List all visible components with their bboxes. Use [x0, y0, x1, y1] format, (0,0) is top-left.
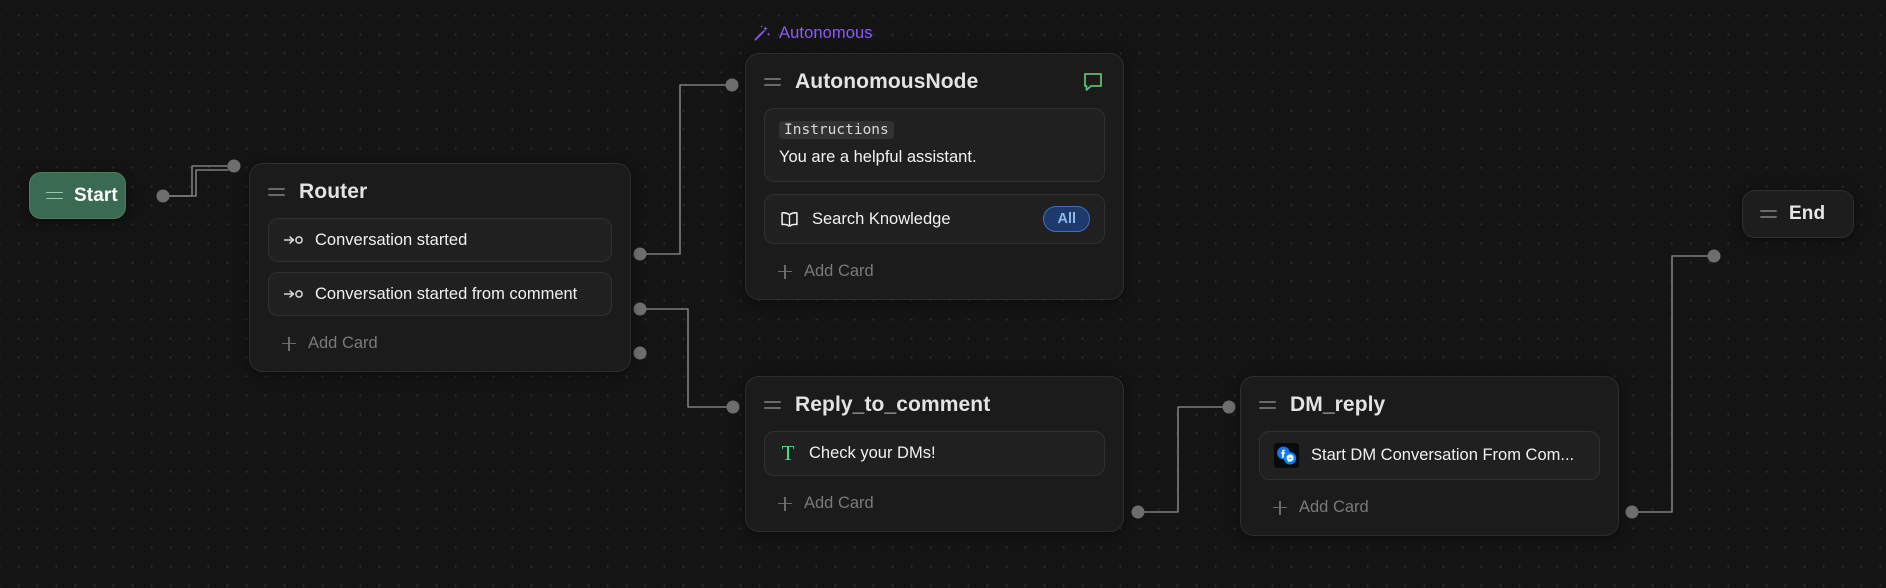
add-card-label: Add Card [804, 262, 874, 280]
instructions-card[interactable]: Instructions You are a helpful assistant… [764, 108, 1105, 182]
node-router-header[interactable]: Router [250, 164, 630, 214]
port-reply-in [726, 400, 740, 414]
port-autonomous-in [725, 78, 739, 92]
instructions-badge: Instructions [779, 121, 894, 139]
branch-arrow-icon [284, 236, 303, 244]
node-reply-body: T Check your DMs! Add Card [746, 427, 1123, 531]
node-start[interactable]: Start [29, 172, 126, 219]
port-router-in [227, 159, 241, 173]
instructions-text: You are a helpful assistant. [779, 148, 977, 166]
port-reply-out [1131, 505, 1145, 519]
node-end[interactable]: End [1742, 190, 1854, 238]
card-label: Check your DMs! [809, 444, 936, 462]
drag-handle-icon[interactable] [1760, 208, 1777, 220]
node-router-body: Conversation started Conversation starte… [250, 214, 630, 371]
node-router[interactable]: Router Conversation started Conversation… [249, 163, 631, 372]
node-dm-body: Start DM Conversation From Com... Add Ca… [1241, 427, 1618, 535]
autonomous-label-text: Autonomous [779, 24, 873, 42]
card-label: Start DM Conversation From Com... [1311, 446, 1575, 464]
add-card-label: Add Card [804, 494, 874, 512]
port-router-out-3 [633, 346, 647, 360]
port-start-out [156, 189, 170, 203]
node-end-title: End [1789, 203, 1826, 224]
dm-add-card-button[interactable]: Add Card [1259, 490, 1600, 521]
node-dm-reply[interactable]: DM_reply Start DM Conversation From Com.… [1240, 376, 1619, 536]
router-add-card-button[interactable]: Add Card [268, 326, 612, 357]
card-label: Conversation started [315, 230, 468, 249]
drag-handle-icon[interactable] [268, 186, 285, 198]
node-dm-header[interactable]: DM_reply [1241, 377, 1618, 427]
edge-dm-to-end [1633, 255, 1713, 513]
plus-icon [282, 336, 296, 351]
add-card-label: Add Card [1299, 498, 1369, 516]
port-router-out-2 [633, 302, 647, 316]
node-autonomous-body: Instructions You are a helpful assistant… [746, 104, 1123, 299]
autonomous-group-label: Autonomous [752, 24, 873, 43]
node-reply-header[interactable]: Reply_to_comment [746, 377, 1123, 427]
messenger-icon [1274, 443, 1299, 468]
node-dm-title: DM_reply [1290, 393, 1386, 416]
router-card-conversation-started-from-comment[interactable]: Conversation started from comment [268, 272, 612, 316]
knowledge-scope-badge[interactable]: All [1043, 206, 1090, 232]
node-start-title: Start [74, 184, 118, 206]
port-dm-in [1222, 400, 1236, 414]
drag-handle-icon[interactable] [1259, 399, 1276, 411]
node-autonomous-header[interactable]: AutonomousNode [746, 54, 1123, 104]
edge-router1-to-autonomous [642, 84, 732, 255]
drag-handle-icon[interactable] [764, 76, 781, 88]
node-autonomous[interactable]: AutonomousNode Instructions You are a he… [745, 53, 1124, 300]
drag-handle-icon[interactable] [46, 190, 63, 202]
card-label: Conversation started from comment [315, 284, 578, 303]
node-router-title: Router [299, 180, 368, 203]
node-reply-to-comment[interactable]: Reply_to_comment T Check your DMs! Add C… [745, 376, 1124, 532]
plus-icon [1273, 500, 1287, 515]
node-autonomous-title: AutonomousNode [795, 70, 979, 93]
plus-icon [778, 496, 792, 511]
branch-arrow-icon [284, 290, 303, 298]
reply-add-card-button[interactable]: Add Card [764, 486, 1105, 517]
chat-bubble-icon[interactable] [1081, 70, 1105, 94]
edge-start-to-router-2 [162, 165, 231, 197]
node-autonomous-header-left: AutonomousNode [764, 70, 978, 94]
edge-router2-to-reply [642, 308, 733, 408]
book-icon [781, 211, 798, 227]
port-dm-out [1625, 505, 1639, 519]
reply-card-check-your-dms[interactable]: T Check your DMs! [764, 431, 1105, 476]
plus-icon [778, 264, 792, 279]
tool-card-search-knowledge[interactable]: Search Knowledge All [764, 194, 1105, 244]
port-end-in [1707, 249, 1721, 263]
card-label: Search Knowledge [812, 209, 951, 228]
text-type-icon: T [781, 441, 795, 465]
magic-wand-icon [754, 25, 771, 41]
add-card-label: Add Card [308, 334, 378, 352]
edge-reply-to-dm [1138, 406, 1227, 513]
dm-card-start-dm-conversation[interactable]: Start DM Conversation From Com... [1259, 431, 1600, 480]
autonomous-add-card-button[interactable]: Add Card [764, 254, 1105, 285]
router-card-conversation-started[interactable]: Conversation started [268, 218, 612, 262]
port-router-out-1 [633, 247, 647, 261]
node-reply-title: Reply_to_comment [795, 393, 991, 416]
drag-handle-icon[interactable] [764, 399, 781, 411]
edge-start-to-router [162, 169, 229, 197]
